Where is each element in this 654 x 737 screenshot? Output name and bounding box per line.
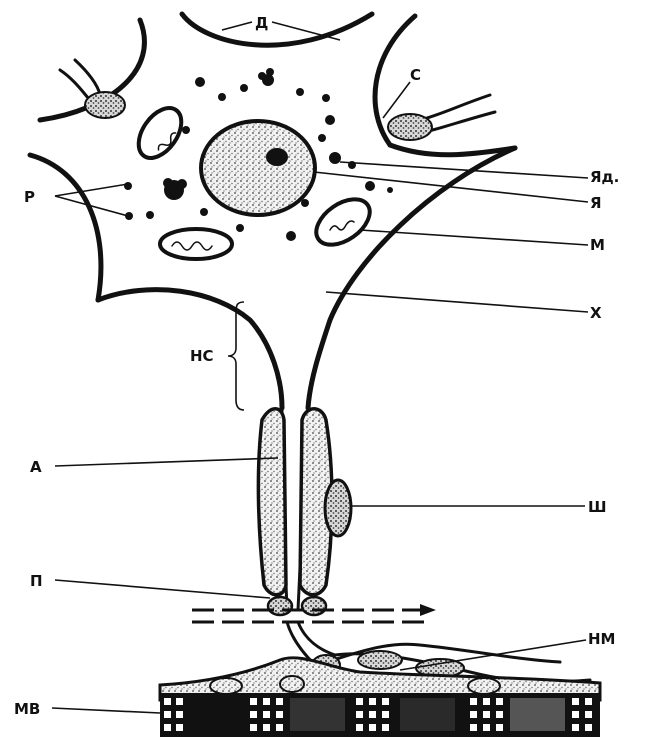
label-mitochondrion: М	[590, 236, 605, 254]
label-muscle-fiber: МВ	[14, 700, 40, 718]
label-schwann-cell: Ш	[588, 498, 607, 516]
mitochondrion-3	[308, 190, 378, 254]
label-dendrite: Д	[255, 14, 268, 32]
label-synapse: С	[410, 66, 421, 84]
muscle-fiber	[160, 693, 600, 737]
label-axon: А	[30, 458, 42, 476]
nucleolus	[266, 148, 288, 166]
neuromuscular-junction	[160, 622, 600, 700]
label-node-of-ranvier: П	[30, 572, 43, 590]
synapse-terminal-right	[388, 95, 495, 140]
label-nucleus: Я	[590, 194, 602, 212]
label-initial-segment: НС	[190, 347, 214, 365]
mitochondrion-2	[160, 229, 232, 259]
axon	[258, 408, 351, 615]
label-axon-hillock: Х	[590, 304, 602, 322]
myelin-left	[258, 409, 286, 595]
label-nucleolus: Яд.	[590, 168, 619, 186]
schwann-nucleus	[325, 480, 351, 536]
label-ribosomes: Р	[24, 188, 35, 206]
label-neuromuscular-junction: НМ	[588, 630, 615, 648]
mitochondrion-1	[130, 100, 190, 165]
nucleus	[201, 121, 315, 215]
